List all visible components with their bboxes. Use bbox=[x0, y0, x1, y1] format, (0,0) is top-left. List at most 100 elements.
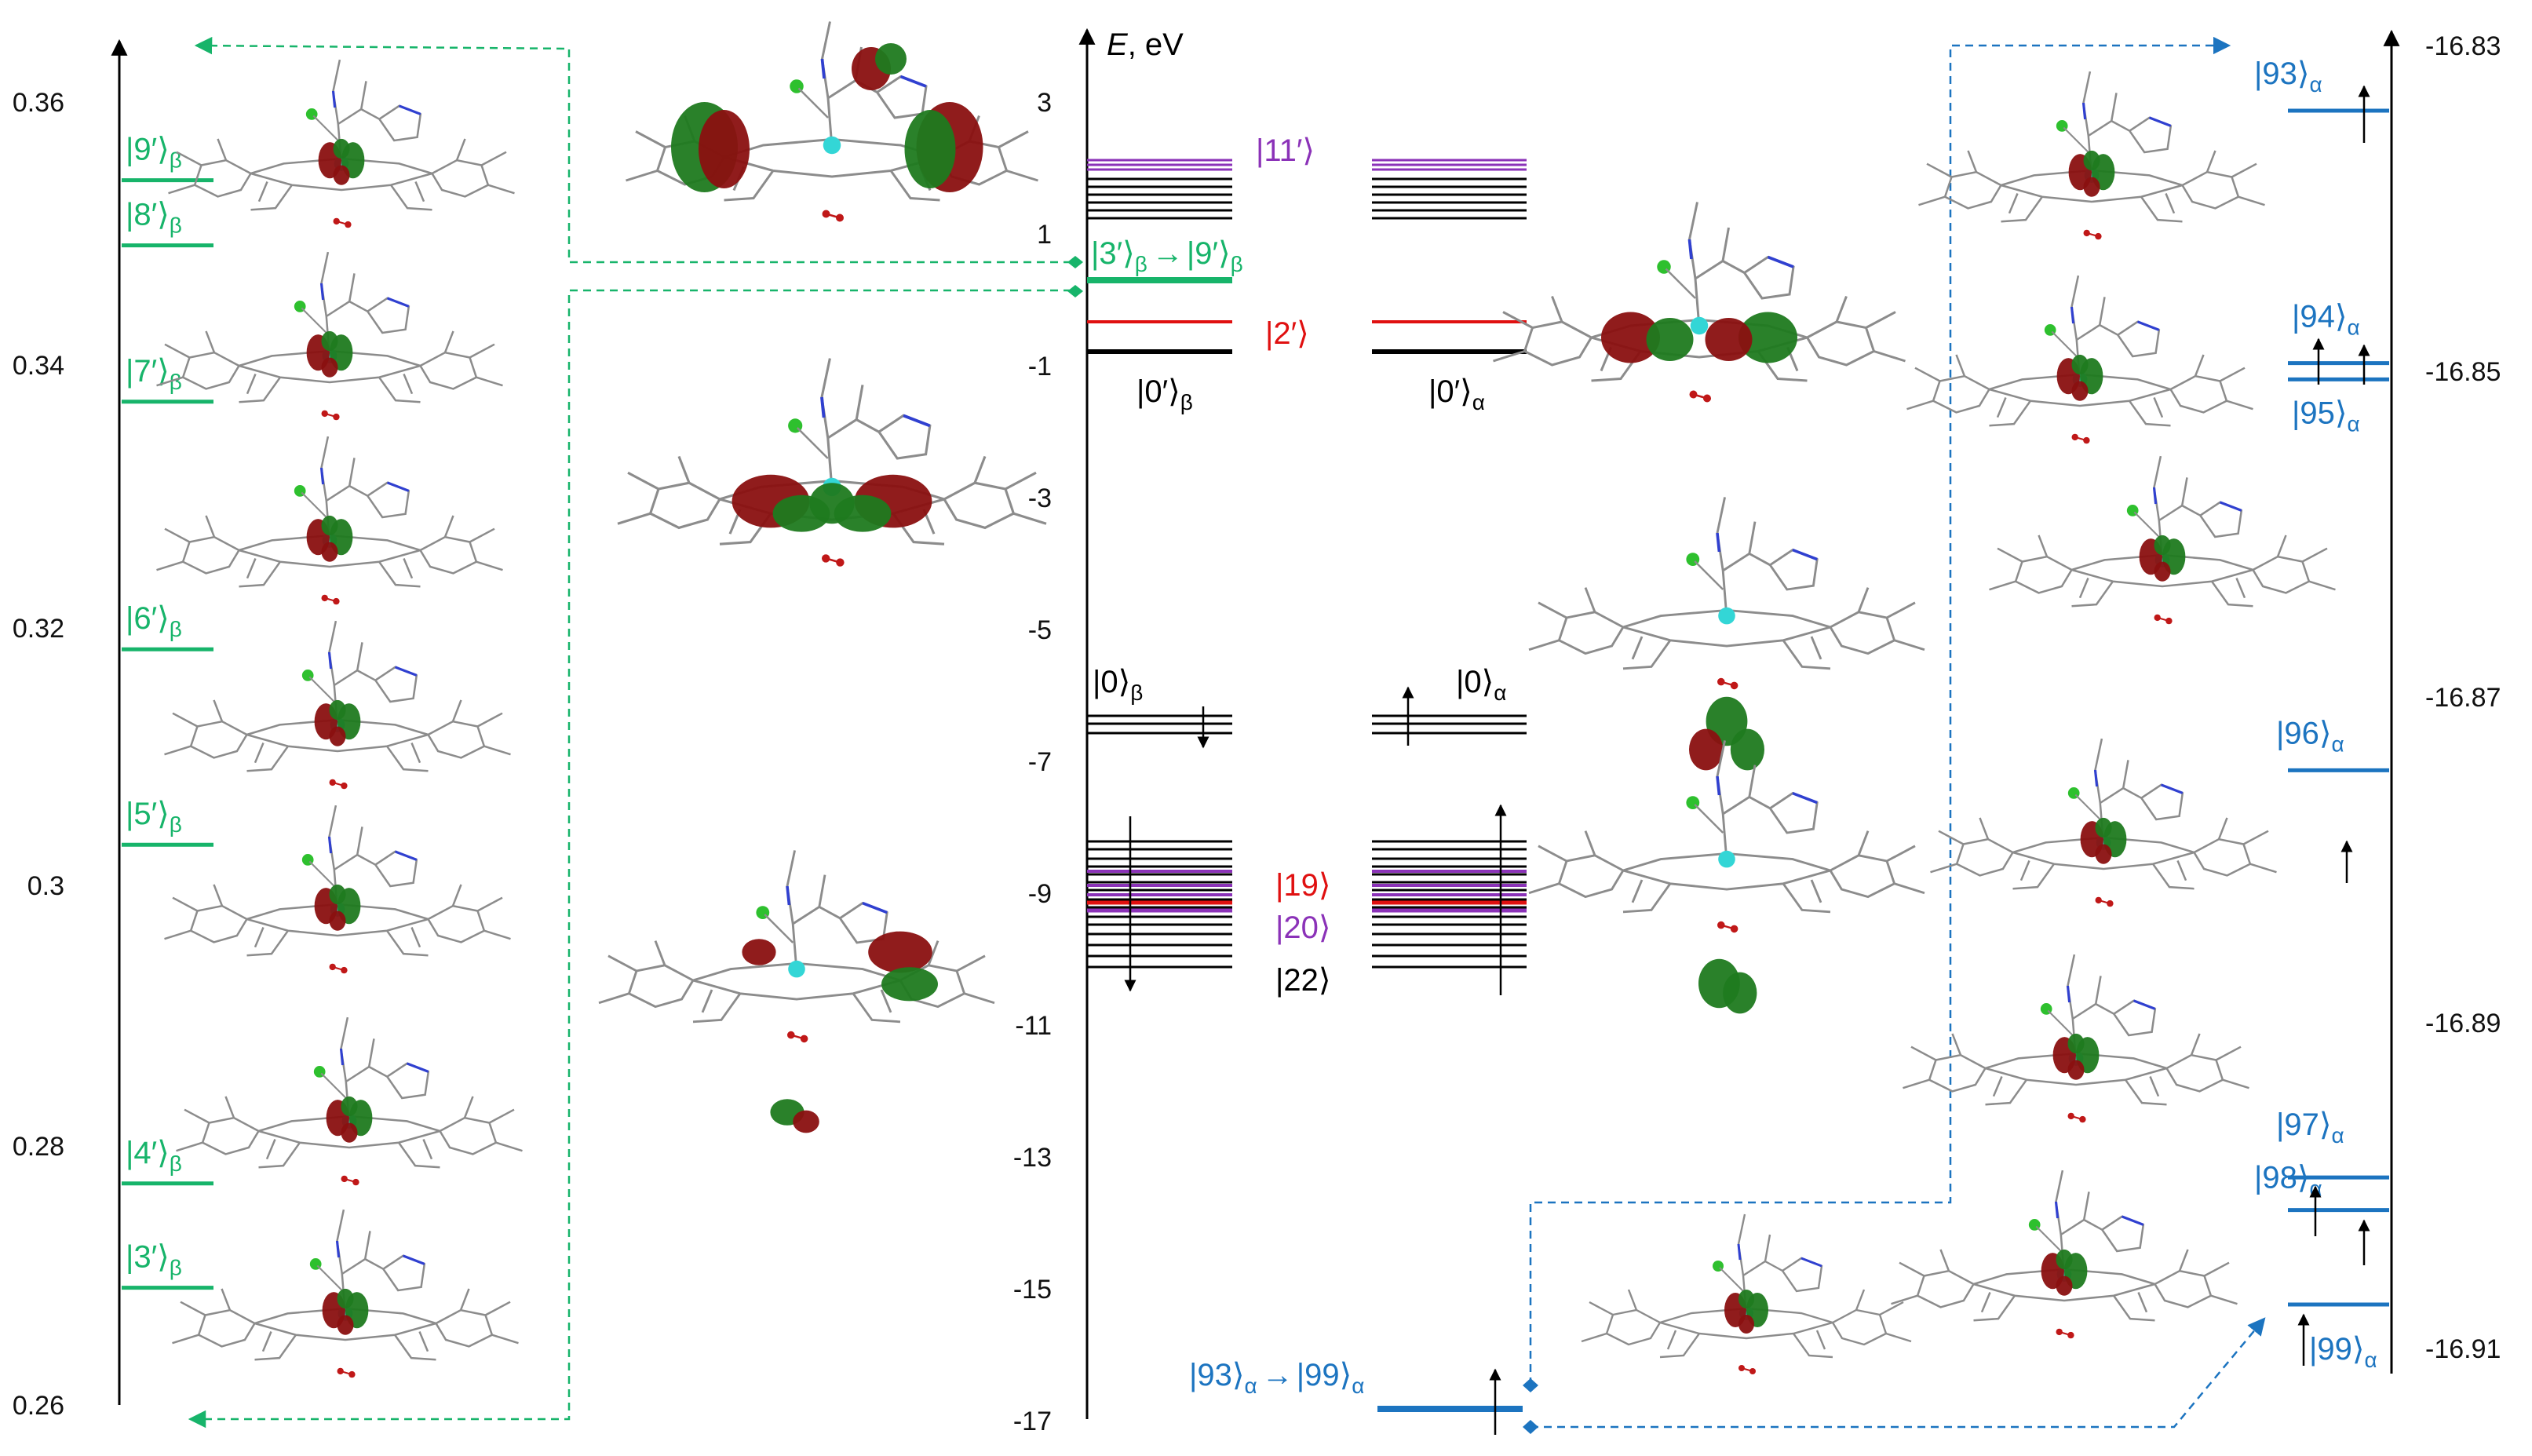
right-level-sub: α bbox=[2310, 72, 2322, 97]
connector-bottom-blue bbox=[1531, 1317, 2266, 1429]
molecule-rendering bbox=[168, 59, 515, 228]
right-level-ket: |97⟩ bbox=[2276, 1108, 2332, 1142]
right-tick-label: -16.83 bbox=[2425, 31, 2501, 61]
center-tick-label: 1 bbox=[1037, 220, 1052, 250]
molecule-rendering bbox=[1918, 71, 2265, 240]
center-tick-label: -15 bbox=[1013, 1275, 1052, 1305]
left-level-sub: β bbox=[170, 213, 182, 238]
green-connectors bbox=[188, 36, 1071, 1429]
center-tick-label: -5 bbox=[1028, 615, 1052, 645]
connector-bottom-green bbox=[188, 289, 1071, 1429]
left-level-ket: |3′⟩ bbox=[126, 1240, 170, 1275]
right-level-label: |94⟩α bbox=[2292, 300, 2360, 340]
label-3prime-sub: β bbox=[1135, 252, 1147, 276]
molecule-rendering bbox=[176, 1016, 523, 1186]
right-level-ket: |94⟩ bbox=[2292, 300, 2348, 334]
left-level-ket: |5′⟩ bbox=[126, 797, 170, 831]
molecule-rendering bbox=[1891, 1170, 2238, 1339]
right-tick-label: -16.89 bbox=[2425, 1009, 2501, 1038]
right-axis-levels: |93⟩α|94⟩α|95⟩α|96⟩α|97⟩α|98⟩α|99⟩α bbox=[2254, 57, 2389, 1372]
label-20: |20⟩ bbox=[1275, 910, 1331, 945]
left-tick-label: 0.3 bbox=[27, 871, 64, 901]
label-0-b: |0⟩ bbox=[1093, 665, 1130, 699]
center-tick-label: -9 bbox=[1028, 879, 1052, 909]
molecule-rendering bbox=[164, 805, 511, 974]
left-level-sub: β bbox=[170, 148, 182, 173]
molecule-rendering bbox=[1581, 1213, 1912, 1374]
left-level-label: |9′⟩β bbox=[126, 133, 182, 173]
center-axis-ticks: 31-1-3-5-7-9-11-13-15-17 bbox=[1013, 88, 1052, 1436]
center-tick-label: -13 bbox=[1013, 1143, 1052, 1173]
label-0prime-alpha: |0′⟩α bbox=[1428, 374, 1485, 414]
molecule-rendering bbox=[1528, 497, 1925, 771]
label-0-beta: |0⟩β bbox=[1093, 665, 1143, 705]
molecule-rendering bbox=[1930, 738, 2277, 907]
molecule-rendering bbox=[156, 436, 503, 605]
connector-diamond-4 bbox=[1523, 1420, 1538, 1434]
right-level-sub: α bbox=[2332, 1123, 2344, 1148]
label-0prime-a-sub: α bbox=[1472, 390, 1485, 414]
center-axis: E, eV 31-1-3-5-7-9-11-13-15-17 |11′⟩ |3′… bbox=[1013, 27, 1527, 1436]
left-level-label: |3′⟩β bbox=[126, 1240, 182, 1280]
label-0prime-b-sub: β bbox=[1180, 390, 1193, 414]
right-level-ket: |95⟩ bbox=[2292, 396, 2348, 430]
blue-connectors bbox=[1529, 36, 2266, 1429]
right-level-label: |98⟩α bbox=[2254, 1161, 2322, 1201]
label-93: |93⟩ bbox=[1189, 1358, 1245, 1392]
left-tick-label: 0.26 bbox=[13, 1391, 64, 1421]
left-level-ket: |8′⟩ bbox=[126, 198, 170, 232]
molecule-rendering bbox=[1906, 275, 2253, 444]
molecule-rendering bbox=[626, 21, 1038, 222]
label-0-alpha: |0⟩α bbox=[1456, 665, 1506, 705]
label-0prime-a: |0′⟩ bbox=[1428, 374, 1472, 409]
left-tick-label: 0.32 bbox=[13, 614, 64, 644]
left-tick-label: 0.34 bbox=[13, 351, 64, 381]
label-99-sub: α bbox=[1352, 1374, 1364, 1398]
left-tick-label: 0.28 bbox=[13, 1132, 64, 1162]
label-3prime-to-9prime: |3′⟩β→|9′⟩β bbox=[1091, 236, 1243, 276]
molecule-rendering bbox=[598, 850, 995, 1133]
molecule-rendering bbox=[172, 1209, 519, 1378]
center-tick-label: -11 bbox=[1015, 1011, 1052, 1041]
right-level-ket: |93⟩ bbox=[2254, 57, 2310, 91]
molecule-rendering bbox=[1528, 740, 1925, 1014]
label-93-to-99: |93⟩α→|99⟩α bbox=[1189, 1358, 1364, 1398]
label-arrow-2: → bbox=[1262, 1358, 1293, 1392]
center-tick-label: -7 bbox=[1028, 747, 1052, 777]
left-level-sub: β bbox=[170, 370, 182, 394]
center-tick-label: -1 bbox=[1028, 352, 1052, 381]
right-level-label: |97⟩α bbox=[2276, 1108, 2344, 1148]
left-level-label: |6′⟩β bbox=[126, 601, 182, 641]
connector-diamond-1 bbox=[1067, 256, 1083, 268]
molecule-rendering bbox=[1989, 455, 2336, 625]
label-22: |22⟩ bbox=[1275, 963, 1331, 998]
connector-top-blue bbox=[1529, 36, 2231, 1385]
left-level-sub: β bbox=[170, 1151, 182, 1176]
right-level-ket: |98⟩ bbox=[2254, 1161, 2310, 1195]
right-axis-ticks: -16.83-16.85-16.87-16.89-16.91 bbox=[2425, 31, 2501, 1364]
left-level-ket: |7′⟩ bbox=[126, 354, 170, 389]
left-level-sub: β bbox=[170, 812, 182, 837]
molecule-rendering bbox=[617, 358, 1047, 567]
right-level-sub: α bbox=[2348, 316, 2360, 340]
molecule-rendering bbox=[156, 251, 503, 421]
axis-title-unit: , eV bbox=[1128, 27, 1184, 62]
label-3prime: |3′⟩ bbox=[1091, 236, 1135, 271]
left-axis-ticks: 0.360.340.320.30.280.26 bbox=[13, 88, 64, 1421]
left-axis: 0.360.340.320.30.280.26 |9′⟩β|8′⟩β|7′⟩β|… bbox=[13, 38, 213, 1421]
right-level-label: |95⟩α bbox=[2292, 396, 2360, 436]
connector-diamond-2 bbox=[1067, 285, 1083, 297]
left-level-label: |4′⟩β bbox=[126, 1136, 182, 1176]
left-level-sub: β bbox=[170, 1256, 182, 1280]
label-2prime: |2′⟩ bbox=[1265, 316, 1309, 351]
label-11prime: |11′⟩ bbox=[1256, 133, 1315, 168]
label-0-a-sub: α bbox=[1494, 681, 1506, 705]
label-0-a: |0⟩ bbox=[1456, 665, 1494, 699]
left-level-label: |7′⟩β bbox=[126, 354, 182, 394]
axis-title-symbol: E bbox=[1107, 27, 1129, 62]
right-level-ket: |96⟩ bbox=[2276, 716, 2332, 750]
center-tick-label: -17 bbox=[1013, 1407, 1052, 1436]
right-level-ket: |99⟩ bbox=[2309, 1332, 2365, 1367]
label-arrow: → bbox=[1152, 236, 1184, 271]
label-0prime-beta: |0′⟩β bbox=[1136, 374, 1193, 414]
